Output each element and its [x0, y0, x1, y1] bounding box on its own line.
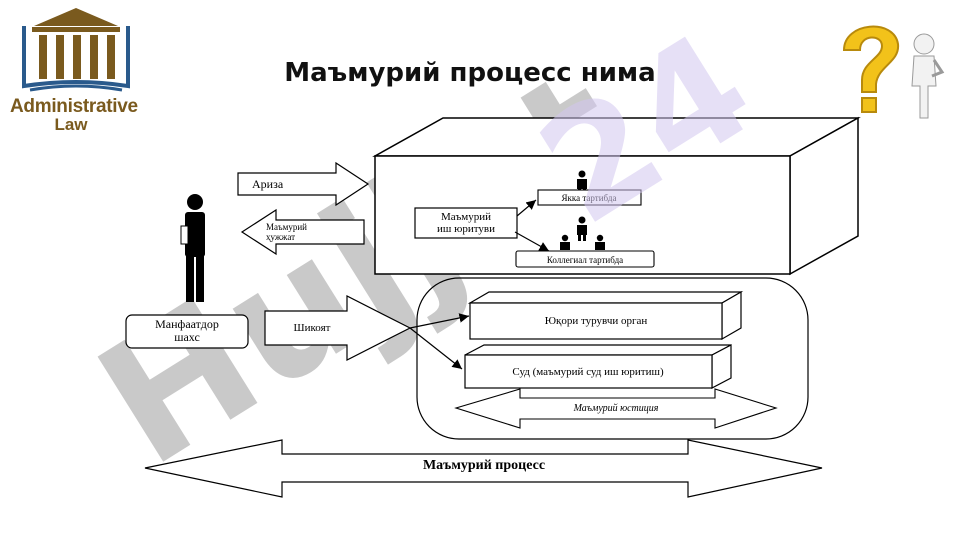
slide-title: Маъмурий процесс нима	[284, 58, 656, 88]
collegial-official-icon	[560, 216, 605, 250]
higher-body-label: Юқори турувчи орган	[545, 315, 648, 327]
logo-line2: Law	[54, 115, 88, 134]
admin-proceedings-label-2: иш юритуви	[437, 223, 495, 235]
question-figure-icon	[842, 25, 945, 119]
admin-justice-arrow	[454, 388, 778, 429]
complaint-label: Шикоят	[294, 322, 331, 334]
collegial-order-box	[515, 250, 655, 268]
complaint-arrow	[264, 295, 412, 361]
admin-proceedings-box	[414, 207, 518, 239]
individual-order-label: Якка тартибда	[562, 193, 617, 203]
application-label: Ариза	[252, 177, 284, 191]
individual-order-box	[537, 189, 642, 206]
appeal-container	[416, 277, 809, 440]
interested-person-box	[125, 314, 249, 349]
admin-process-arrow	[144, 439, 823, 498]
admin-document-label-2: ҳужжат	[266, 232, 295, 242]
logo-line1: Administrative	[10, 96, 138, 117]
admin-document-arrow	[240, 208, 365, 256]
logo-icon	[22, 8, 130, 92]
watermark-number: 24	[512, 0, 781, 258]
application-arrow	[237, 161, 370, 207]
higher-body-box	[467, 290, 744, 341]
court-label: Суд (маъмурий суд иш юритиш)	[512, 366, 664, 378]
collegial-order-label: Коллегиал тартибда	[547, 255, 623, 265]
interested-person-label-1: Манфаатдор	[155, 317, 219, 331]
interested-person-label-2: шахс	[174, 330, 200, 344]
admin-justice-label: Маъмурий юстиция	[573, 403, 659, 414]
court-box	[464, 344, 732, 389]
admin-proceedings-label-1: Маъмурий	[441, 211, 491, 223]
admin-document-label-1: Маъмурий	[266, 222, 307, 232]
admin-process-label: Маъмурий процесс	[423, 458, 545, 473]
interested-person-icon	[180, 194, 205, 302]
